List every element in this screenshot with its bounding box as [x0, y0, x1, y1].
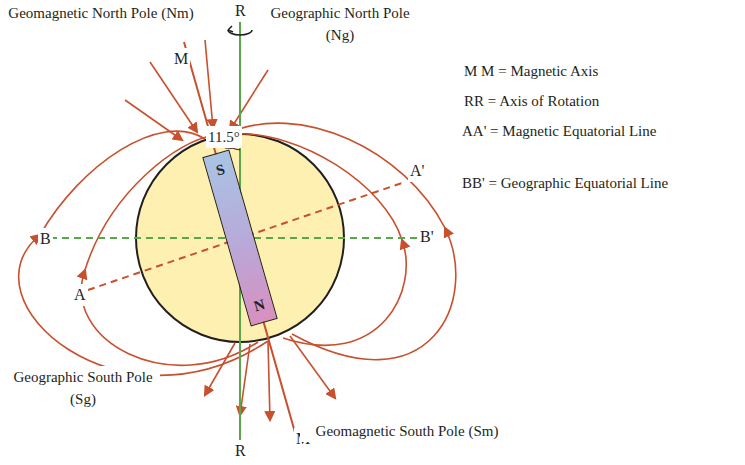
pole-label: Geographic North Pole (Ng): [258, 2, 422, 46]
pole-label: Geographic South Pole (Sg): [6, 366, 160, 410]
pole-label: Geomagnetic North Pole (Nm): [4, 2, 198, 24]
key-entry: M M = Magnetic Axis: [462, 60, 736, 82]
key-entry: RR = Axis of Rotation: [462, 90, 736, 112]
axis-letter: R: [233, 440, 248, 462]
axis-letter: B: [38, 228, 53, 250]
pole-label: Geomagnetic South Pole (Sm): [300, 420, 514, 442]
magnetic-axis: [184, 42, 296, 436]
axis-letter: A: [72, 284, 88, 306]
axis-letter: A': [408, 160, 426, 182]
axis-letter: R: [233, 0, 248, 22]
axis-letter: B': [418, 226, 436, 248]
pole-letter: N: [245, 294, 275, 318]
key-entry: BB' = Geographic Equatorial Line: [462, 172, 712, 194]
pole-label: 11.5°: [206, 126, 242, 148]
field-lines: [19, 40, 456, 420]
key-entry: AA' = Magnetic Equatorial Line: [462, 120, 712, 142]
pole-letter: S: [206, 158, 236, 182]
axis-letter: M: [172, 48, 190, 70]
